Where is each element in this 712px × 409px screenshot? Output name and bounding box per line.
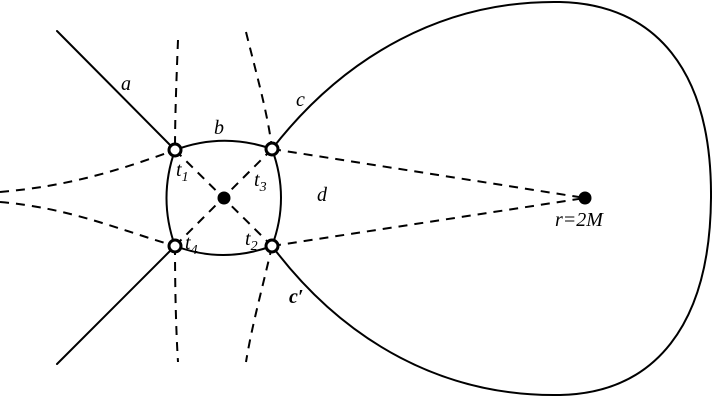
dashed-curve-vertical-left [174,39,179,363]
label-d: d [317,184,328,206]
label-t3-main: t [254,169,260,191]
dashed-line-t3-horizon [271,148,586,199]
dashed-curve-left-lower [0,201,176,247]
node-center [217,191,231,205]
label-c-prime: c′ [289,286,304,308]
label-c: c [296,89,305,111]
node-t2 [264,238,280,254]
dashed-curve-left-upper [0,149,176,193]
label-t4-main: t [185,232,191,254]
label-t2-sub: 2 [251,239,258,254]
dashed-curve-vertical-right [245,31,273,363]
label-t4-sub: 4 [191,243,198,258]
node-t1 [167,142,183,158]
solid-curve-left-side [165,149,176,247]
label-b: b [214,117,224,139]
label-t3-sub: 3 [259,180,267,195]
label-t4: t4 [185,232,198,258]
solid-curve-right-side [271,148,282,247]
solid-curve-bottom [174,245,273,256]
label-t2: t2 [245,228,258,254]
label-t2-main: t [245,228,251,250]
solid-line-lower-left [56,245,176,365]
dashed-line-t2-horizon [271,197,586,247]
node-t3 [264,141,280,157]
solid-curve-b [174,139,273,151]
node-horizon [578,191,592,205]
solid-loop-c [271,0,712,397]
label-t1-main: t [176,159,182,181]
label-t1: t1 [176,159,189,185]
solid-line-a [56,30,176,151]
node-t4 [167,238,183,254]
label-t3: t3 [254,169,267,195]
label-horizon: r=2M [555,209,604,231]
label-a: a [121,73,131,95]
label-t1-sub: 1 [182,170,189,185]
